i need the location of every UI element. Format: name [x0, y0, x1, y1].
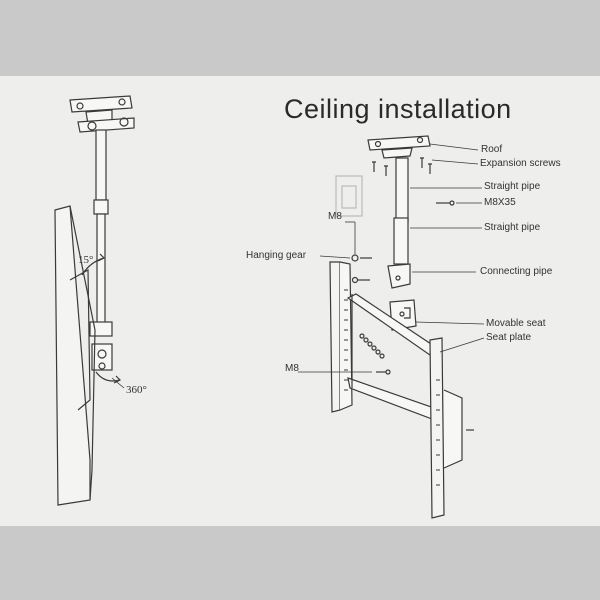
seat-plate-label: Seat plate — [486, 332, 532, 343]
diagram-title: Ceiling installation — [284, 94, 512, 124]
leader-lines — [111, 143, 485, 389]
movable-seat-label: Movable seat — [486, 318, 546, 329]
bolt-m8x35-label: M8X35 — [484, 197, 516, 208]
tilt-angle-label: 15° — [78, 254, 94, 266]
exploded-mount-view — [329, 135, 474, 519]
m8-top-label: M8 — [328, 211, 342, 222]
straight-pipe-label-1: Straight pipe — [484, 181, 541, 192]
rotation-angle-label: 360° — [126, 384, 147, 396]
connecting-pipe-label: Connecting pipe — [480, 266, 553, 277]
assembled-mount-view — [54, 95, 135, 506]
hanging-gear-label: Hanging gear — [246, 250, 307, 261]
roof-label: Roof — [481, 144, 503, 155]
straight-pipe-label-2: Straight pipe — [484, 222, 541, 233]
expansion-screws-label: Expansion screws — [480, 158, 561, 169]
m8-bottom-label: M8 — [285, 363, 299, 374]
